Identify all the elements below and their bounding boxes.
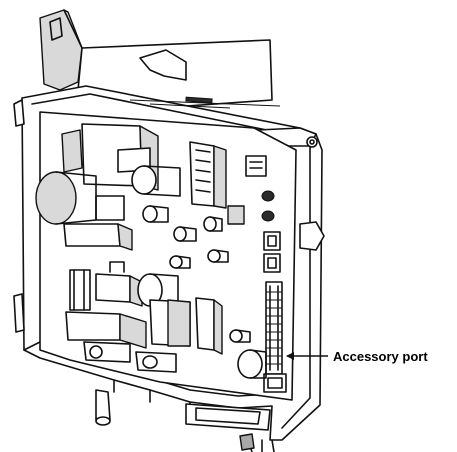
callout-label: Accessory port (333, 349, 428, 364)
capacitor-large (35, 171, 97, 225)
mounting-bracket (39, 9, 273, 111)
capacitor-medium (131, 165, 181, 197)
accessory-port (263, 281, 287, 393)
connector-block-left (63, 195, 133, 251)
lower-components (65, 261, 267, 379)
small-capacitors (142, 205, 245, 269)
transformer (189, 141, 227, 209)
right-connectors (245, 155, 281, 273)
accessory-port-callout: Accessory port (286, 349, 428, 364)
